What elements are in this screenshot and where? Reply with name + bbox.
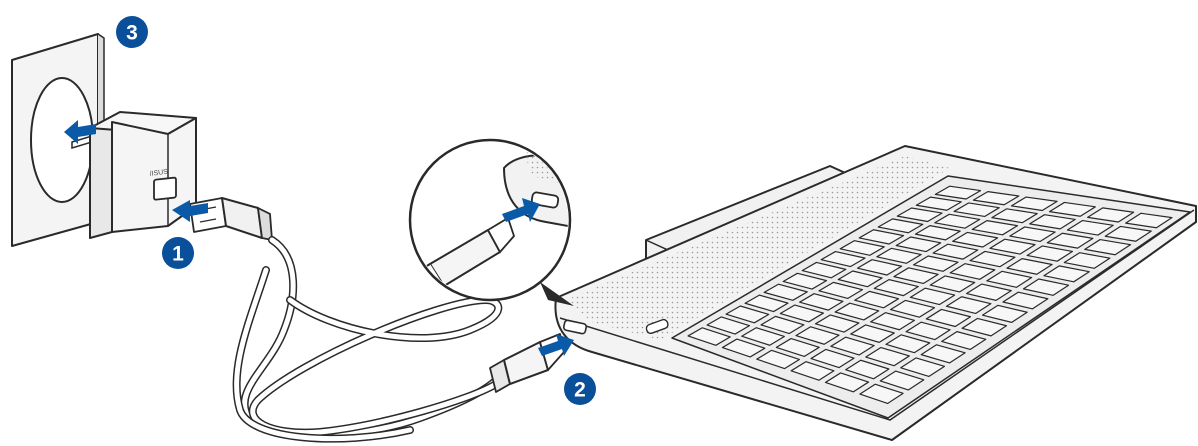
step-badge-2-number: 2 bbox=[574, 379, 586, 402]
step-badge-1-number: 1 bbox=[172, 243, 184, 266]
micro-usb-plug bbox=[490, 334, 564, 392]
step-badge-1: 1 bbox=[162, 237, 194, 269]
step-badge-3-number: 3 bbox=[126, 22, 138, 45]
port-detail-inset bbox=[404, 140, 590, 306]
keyboard-dock bbox=[555, 146, 1196, 440]
step-badge-3: 3 bbox=[116, 16, 148, 48]
step-badge-2: 2 bbox=[564, 373, 596, 405]
